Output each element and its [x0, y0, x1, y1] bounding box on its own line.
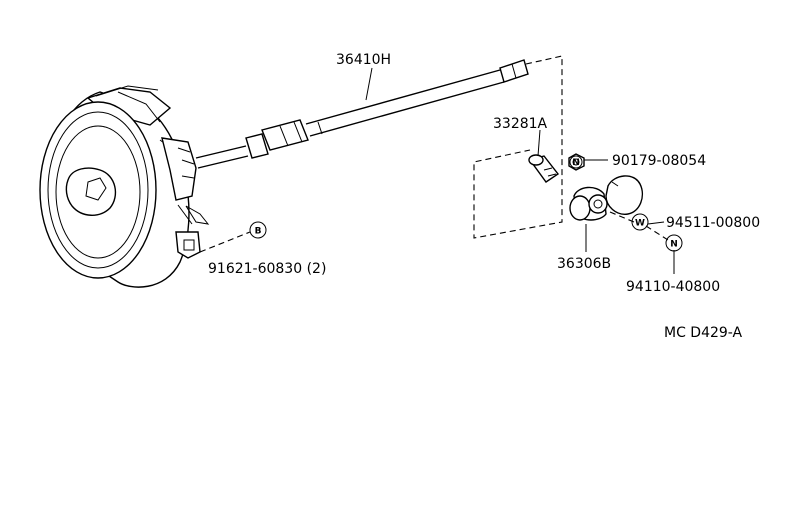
part-label-36410h: 36410H	[336, 52, 391, 68]
nut-symbol: N	[665, 234, 683, 252]
sleeve-36306b-drawing	[569, 175, 644, 221]
dashed-outline	[199, 55, 669, 253]
part-label-94110: 94110-40800	[626, 279, 720, 295]
svg-text:N: N	[572, 158, 580, 168]
part-label-94511: 94511-00800	[666, 215, 760, 231]
bolt-symbol: B	[249, 221, 267, 239]
washer-symbol: W	[631, 213, 649, 231]
svg-text:W: W	[635, 219, 645, 229]
speedometer-cable-drawing	[195, 59, 529, 169]
part-label-90179: 90179-08054	[612, 153, 706, 169]
transfer-housing-drawing	[39, 85, 210, 288]
nut-symbol-small: N	[569, 155, 583, 169]
part-label-36306b: 36306B	[557, 256, 611, 272]
driven-gear-drawing	[528, 154, 560, 183]
diagram-code: MC D429-A	[664, 325, 743, 341]
part-label-33281a: 33281A	[493, 116, 548, 132]
leader-lines	[365, 67, 675, 274]
part-label-91621: 91621-60830 (2)	[208, 261, 326, 277]
svg-text:N: N	[670, 240, 678, 250]
svg-text:B: B	[255, 227, 262, 237]
